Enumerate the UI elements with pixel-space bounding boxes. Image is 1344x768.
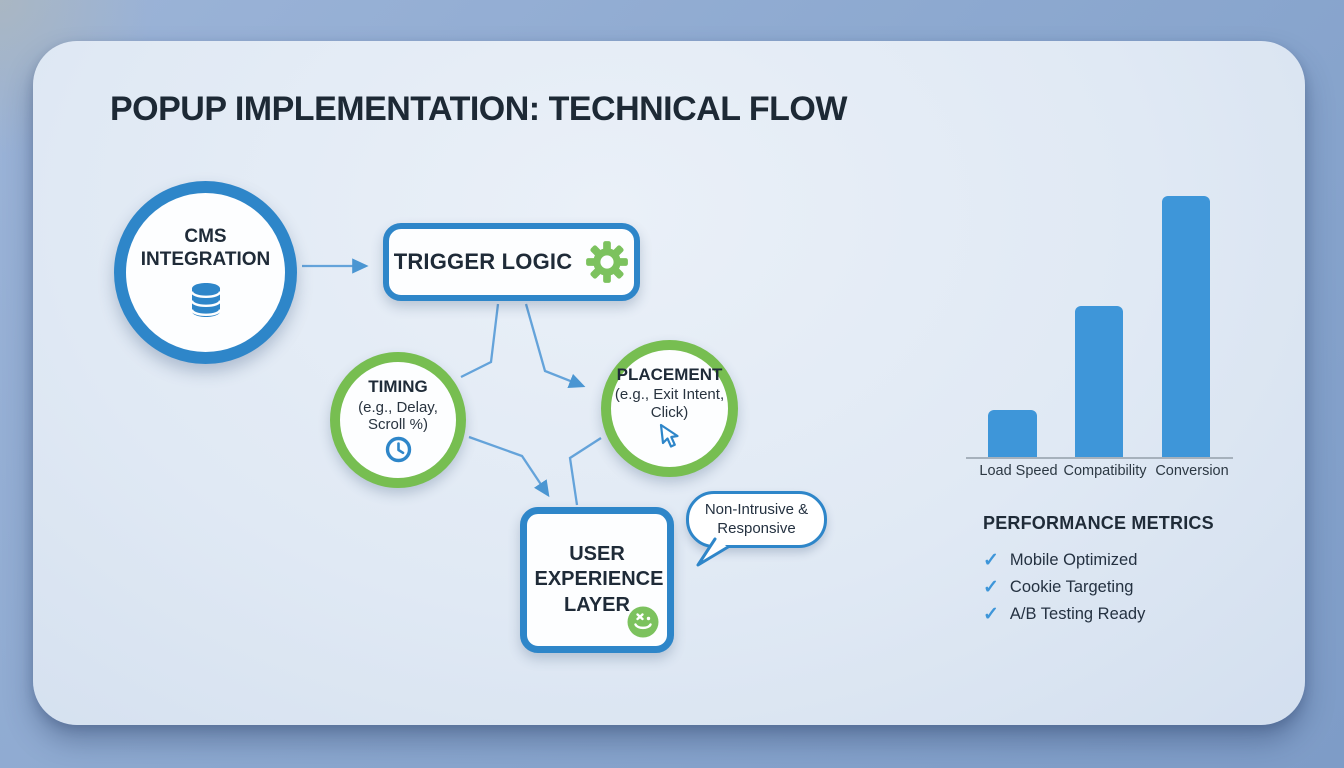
metric-label: Cookie Targeting bbox=[1009, 578, 1134, 596]
placement-sublabel: (e.g., Exit Intent, Click) bbox=[614, 386, 725, 421]
gear-icon bbox=[585, 240, 629, 284]
metric-label: A/B Testing Ready bbox=[1009, 605, 1146, 623]
timing-label: TIMING bbox=[368, 377, 428, 397]
metric-list: ✓ Mobile Optimized ✓ Cookie Targeting ✓ A/B T… bbox=[983, 547, 1214, 628]
bar-compatibility bbox=[1075, 306, 1123, 457]
speech-bubble-tail bbox=[694, 537, 732, 569]
metric-label: Mobile Optimized bbox=[1009, 551, 1138, 569]
node-user-experience-layer: USER EXPERIENCE LAYER bbox=[520, 507, 674, 653]
cursor-icon bbox=[656, 423, 683, 452]
metric-item: ✓ A/B Testing Ready bbox=[983, 601, 1214, 628]
node-placement: PLACEMENT (e.g., Exit Intent, Click) bbox=[601, 340, 738, 477]
node-timing: TIMING (e.g., Delay, Scroll %) bbox=[330, 352, 466, 488]
chart-axis-line bbox=[966, 457, 1233, 459]
speech-bubble: Non-Intrusive & Responsive bbox=[686, 491, 827, 548]
bar-label: Compatibility bbox=[1063, 463, 1147, 479]
performance-metrics: PERFORMANCE METRICS ✓ Mobile Optimized ✓ Co… bbox=[983, 513, 1214, 628]
bar-conversion bbox=[1162, 196, 1210, 457]
node-trigger-logic: TRIGGER LOGIC bbox=[383, 223, 640, 301]
bar-chart: Load Speed Compatibility Conversion bbox=[958, 186, 1248, 496]
database-icon bbox=[188, 281, 224, 319]
check-icon: ✓ bbox=[983, 577, 999, 598]
smiley-icon bbox=[626, 605, 660, 639]
bar-label: Load Speed bbox=[979, 463, 1058, 479]
node-cms-integration: CMS INTEGRATION bbox=[114, 181, 297, 364]
check-icon: ✓ bbox=[983, 604, 999, 625]
placement-label: PLACEMENT bbox=[616, 364, 723, 384]
trigger-logic-label: TRIGGER LOGIC bbox=[393, 249, 573, 274]
speech-bubble-text: Non-Intrusive & Responsive bbox=[704, 500, 809, 537]
timing-sublabel: (e.g., Delay, Scroll %) bbox=[358, 398, 438, 434]
user-experience-layer-label: USER EXPERIENCE LAYER bbox=[534, 542, 664, 616]
metric-item: ✓ Mobile Optimized bbox=[983, 547, 1214, 574]
performance-metrics-title: PERFORMANCE METRICS bbox=[983, 513, 1214, 533]
cms-integration-label: CMS INTEGRATION bbox=[140, 225, 271, 270]
bar-label: Conversion bbox=[1155, 463, 1229, 479]
clock-icon bbox=[385, 436, 412, 463]
check-icon: ✓ bbox=[983, 550, 999, 571]
page-title: POPUP IMPLEMENTATION: TECHNICAL FLOW bbox=[110, 90, 847, 128]
bar-load-speed bbox=[988, 410, 1037, 457]
metric-item: ✓ Cookie Targeting bbox=[983, 574, 1214, 601]
